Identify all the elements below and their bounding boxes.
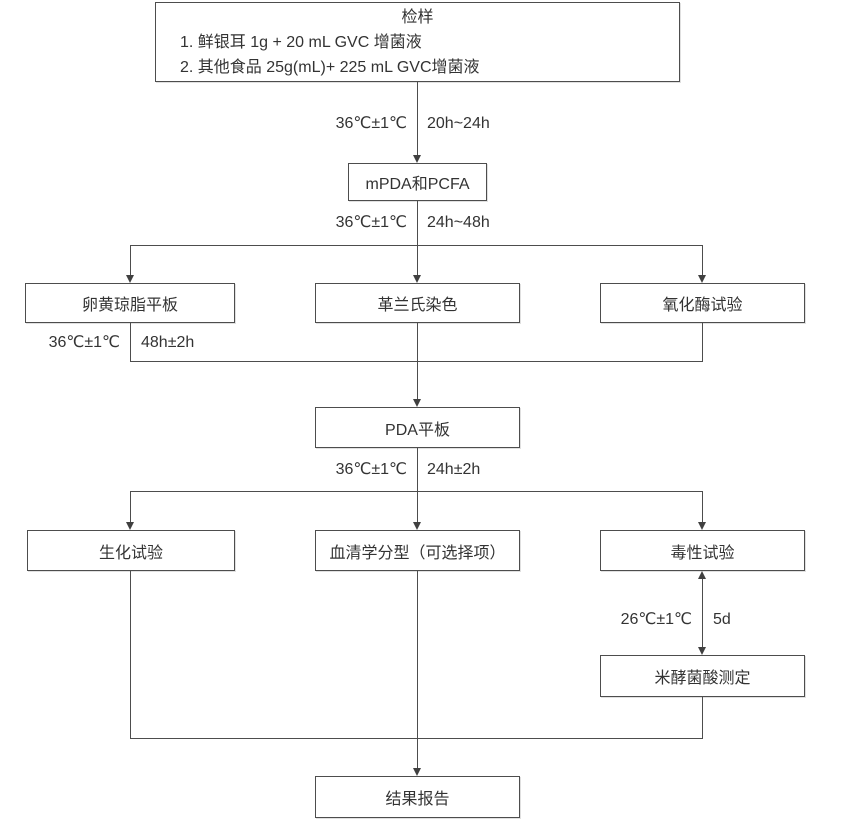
branch1-horizontal-line	[130, 245, 703, 246]
node-sample-line1: 1. 鲜银耳 1g + 20 mL GVC 增菌液	[180, 33, 422, 51]
node-sample: 检样 1. 鲜银耳 1g + 20 mL GVC 增菌液 2. 其他食品 25g…	[155, 2, 680, 82]
node-oxidase: 氧化酶试验	[600, 283, 805, 323]
node-pda: PDA平板	[315, 407, 520, 448]
connector-egg-yolk-down	[130, 323, 131, 361]
arrowhead-into-oxidase-icon	[698, 275, 706, 283]
label-step1-temp: 36℃±1℃	[335, 115, 407, 132]
node-gram: 革兰氏染色	[315, 283, 520, 323]
node-egg-yolk: 卵黄琼脂平板	[25, 283, 235, 323]
node-biochem: 生化试验	[27, 530, 235, 571]
node-mpda: mPDA和PCFA	[348, 163, 487, 201]
label-step3-time: 48h±2h	[141, 334, 195, 351]
arrowhead-into-egg-yolk-icon	[126, 275, 134, 283]
arrowhead-into-bongkrekic-icon	[698, 647, 706, 655]
node-report: 结果报告	[315, 776, 520, 818]
node-serotype: 血清学分型（可选择项）	[315, 530, 520, 571]
branch2-drop-center	[417, 491, 418, 522]
branch2-drop-left	[130, 491, 131, 522]
connector-gram-pda	[417, 323, 418, 399]
node-toxicity: 毒性试验	[600, 530, 805, 571]
arrowhead-into-gram-icon	[413, 275, 421, 283]
branch1-drop-center	[417, 245, 418, 276]
connector-pda-branch2	[417, 448, 418, 491]
connector-mpda-branch1	[417, 201, 418, 245]
node-bongkrekic: 米酵菌酸测定	[600, 655, 805, 697]
label-step2-temp: 36℃±1℃	[335, 214, 407, 231]
node-sample-line2: 2. 其他食品 25g(mL)+ 225 mL GVC增菌液	[180, 58, 480, 76]
label-step5-temp: 26℃±1℃	[620, 611, 692, 628]
label-step5-time: 5d	[713, 611, 731, 628]
node-sample-title: 检样	[401, 8, 434, 26]
arrowhead-into-pda-icon	[413, 399, 421, 407]
arrowhead-into-toxicity-up-icon	[698, 571, 706, 579]
arrowhead-into-biochem-icon	[126, 522, 134, 530]
connector-serotype-report	[417, 571, 418, 768]
arrowhead-into-toxicity-icon	[698, 522, 706, 530]
connector-bongkrekic-converge	[702, 697, 703, 739]
converge1-horizontal-line	[130, 361, 703, 362]
label-step1-time: 20h~24h	[427, 115, 490, 132]
branch2-drop-right	[702, 491, 703, 522]
arrowhead-into-report-icon	[413, 768, 421, 776]
label-step4-time: 24h±2h	[427, 461, 481, 478]
connector-toxicity-bongkrekic	[702, 579, 703, 647]
label-step3-temp: 36℃±1℃	[48, 334, 120, 351]
branch1-drop-right	[702, 245, 703, 276]
branch2-horizontal-line	[130, 491, 703, 492]
connector-biochem-converge	[130, 571, 131, 739]
connector-oxidase-down	[702, 323, 703, 361]
arrowhead-into-serotype-icon	[413, 522, 421, 530]
converge2-horizontal-line	[130, 738, 703, 739]
label-step2-time: 24h~48h	[427, 214, 490, 231]
branch1-drop-left	[130, 245, 131, 276]
connector-sample-mpda	[417, 82, 418, 155]
arrowhead-into-mpda-icon	[413, 155, 421, 163]
label-step4-temp: 36℃±1℃	[335, 461, 407, 478]
